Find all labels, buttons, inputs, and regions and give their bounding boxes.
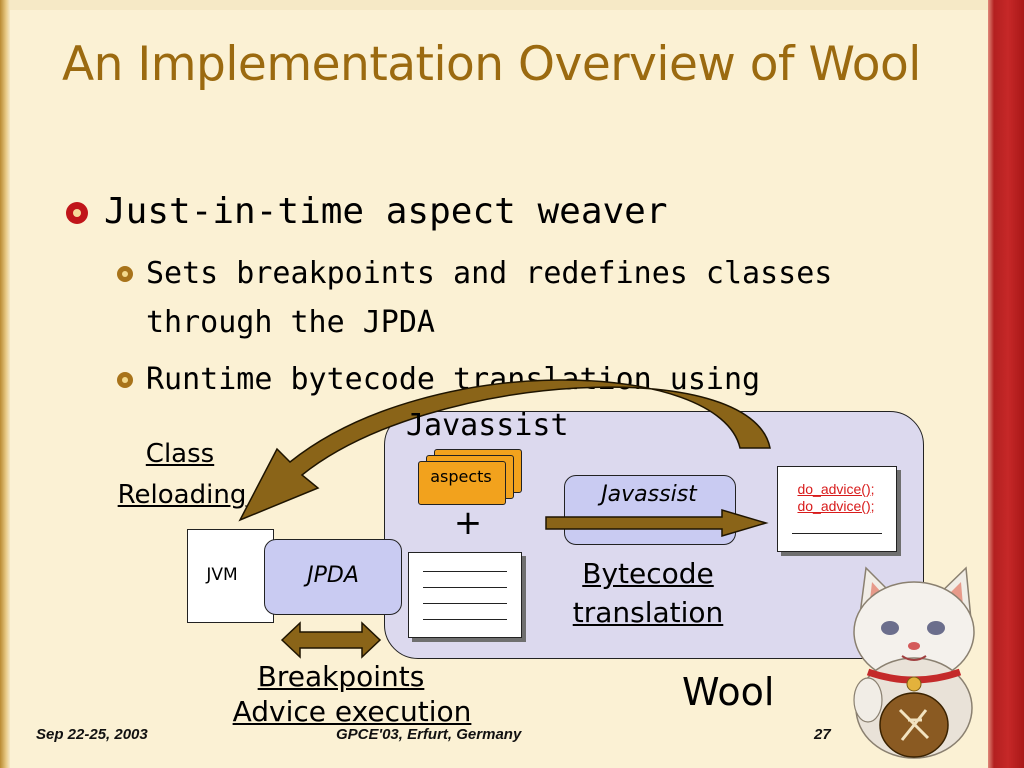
- footer-date: Sep 22-25, 2003: [36, 726, 148, 743]
- translation-arrow: [545, 508, 769, 538]
- breakpoints-label: Breakpoints: [257, 660, 425, 693]
- class-reloading-label-line2: Reloading: [117, 480, 247, 510]
- bullet-level1: Just-in-time aspect weaver: [104, 191, 668, 232]
- bytecode-translation-label-line2: translation: [572, 596, 724, 629]
- lucky-cat-illustration: [853, 566, 975, 759]
- footer-page-number: 27: [814, 726, 831, 743]
- footer-venue: GPCE'03, Erfurt, Germany: [336, 726, 522, 743]
- decorative-red-bar: [988, 0, 1024, 768]
- breakpoints-double-arrow: [280, 621, 382, 659]
- aspects-card-front: [418, 461, 506, 505]
- jvm-box: [187, 529, 274, 623]
- advice-line-2: do_advice();: [797, 498, 875, 514]
- jpda-box: [264, 539, 402, 615]
- bullet-level2-1-line2: through the JPDA: [146, 305, 435, 340]
- javassist-label: Javassist: [601, 482, 697, 507]
- wool-label: Wool: [682, 670, 775, 714]
- class-reloading-label-line1: Class: [145, 439, 215, 469]
- flower-bullet-icon: [66, 202, 88, 224]
- bytecode-translation-label-line1: Bytecode: [582, 557, 714, 590]
- aspects-label: aspects: [430, 467, 492, 486]
- slide-title: An Implementation Overview of Wool: [62, 37, 921, 92]
- flower-bullet-icon: [117, 372, 133, 388]
- advice-execution-label: Advice execution: [232, 695, 472, 728]
- jpda-label: JPDA: [307, 563, 359, 588]
- bullet-level2-1-line1: Sets breakpoints and redefines classes: [146, 256, 833, 291]
- bullet-level2-2-line2: Javassist: [406, 408, 569, 443]
- plus-sign: +: [453, 503, 483, 543]
- javassist-box: [564, 475, 736, 545]
- translated-class-document: [777, 466, 897, 552]
- jvm-label: JVM: [206, 565, 238, 585]
- class-file-document: [408, 552, 522, 638]
- flower-bullet-icon: [117, 266, 133, 282]
- advice-line-1: do_advice();: [797, 481, 875, 497]
